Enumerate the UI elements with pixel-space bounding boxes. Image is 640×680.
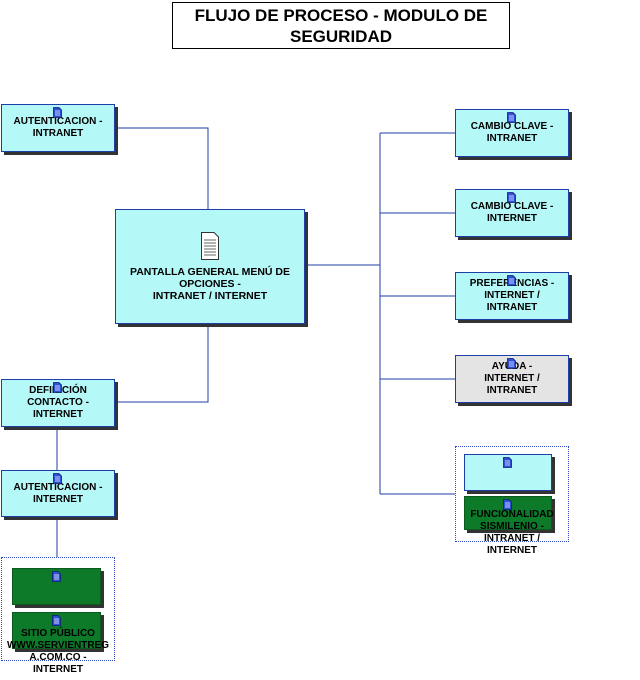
group-funcionalidad bbox=[455, 446, 569, 542]
document-icon bbox=[507, 275, 516, 286]
document-icon bbox=[51, 615, 61, 626]
document-icon bbox=[507, 112, 516, 123]
document-icon bbox=[53, 382, 62, 393]
node-cambio-clave-internet[interactable]: CAMBIO CLAVE - INTERNET bbox=[455, 189, 569, 237]
node-ayuda[interactable]: AYUDA - INTERNET / INTRANET bbox=[455, 355, 569, 403]
document-icon bbox=[507, 192, 516, 203]
node-preferencias[interactable]: PREFERENCIAS - INTERNET / INTRANET bbox=[455, 272, 569, 320]
sitio-publico-label: SITIO PÚBLICO WWW.SERVIENTREG A.COM.CO -… bbox=[6, 628, 110, 675]
document-icon bbox=[53, 473, 62, 484]
node-sitio-publico-bottom[interactable] bbox=[12, 612, 101, 649]
node-definicion-contacto[interactable]: DEFINICIÓN CONTACTO - INTERNET bbox=[1, 379, 115, 427]
group-sitio-publico bbox=[1, 557, 115, 661]
connector-definicion-contacto bbox=[115, 324, 209, 403]
node-sitio-publico-top[interactable] bbox=[12, 568, 101, 605]
node-funcionalidad-top[interactable] bbox=[464, 454, 552, 491]
connector-auth-intranet bbox=[115, 127, 209, 209]
node-autenticacion-internet[interactable]: AUTENTICACION - INTERNET bbox=[1, 470, 115, 517]
node-cambio-clave-intranet[interactable]: CAMBIO CLAVE - INTRANET bbox=[455, 109, 569, 157]
node-label: CAMBIO CLAVE - INTRANET bbox=[470, 121, 554, 144]
diagram-title: FLUJO DE PROCESO - MODULO DE SEGURIDAD bbox=[172, 2, 510, 49]
document-icon bbox=[503, 499, 512, 510]
node-label: PANTALLA GENERAL MENÚ DE OPCIONES - INTR… bbox=[129, 265, 291, 302]
node-autenticacion-intranet[interactable]: AUTENTICACION - INTRANET bbox=[1, 104, 115, 152]
node-funcionalidad-bottom[interactable] bbox=[464, 496, 552, 530]
document-icon bbox=[53, 107, 62, 118]
document-icon bbox=[507, 358, 516, 369]
document-icon bbox=[51, 571, 61, 582]
funcionalidad-label: FUNCIONALIDAD SISMILENIO - INTRANET / IN… bbox=[470, 509, 554, 556]
document-icon bbox=[201, 231, 219, 260]
node-label: CAMBIO CLAVE - INTERNET bbox=[470, 201, 554, 224]
node-label: AUTENTICACION - INTRANET bbox=[13, 116, 103, 139]
node-label: AUTENTICACION - INTERNET bbox=[13, 481, 103, 505]
node-pantalla-general[interactable]: PANTALLA GENERAL MENÚ DE OPCIONES - INTR… bbox=[115, 209, 305, 324]
document-icon bbox=[503, 457, 512, 468]
